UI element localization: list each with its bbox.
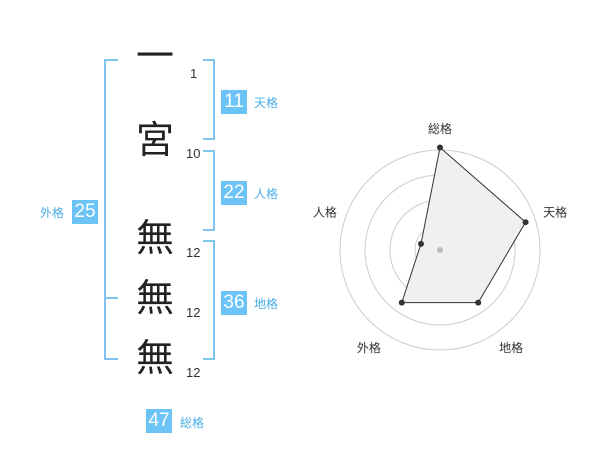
jinkaku-badge: 22 bbox=[221, 181, 247, 205]
name-char-4-strokes: 12 bbox=[186, 305, 201, 320]
chikaku-bracket-top bbox=[203, 240, 215, 242]
radar-center-dot bbox=[437, 247, 443, 253]
name-char-2: 宮 bbox=[136, 118, 175, 162]
gaikaku-bracket-mid bbox=[104, 297, 118, 299]
jinkaku-bracket-vertical bbox=[213, 150, 215, 230]
name-char-4: 無 bbox=[136, 276, 175, 320]
radar-axis-label-1: 総格 bbox=[428, 121, 452, 136]
name-char-1: 一 bbox=[136, 34, 175, 78]
radar-grid-ring-1 bbox=[414, 224, 466, 276]
radar-axis-label-4: 外格 bbox=[357, 340, 381, 355]
name-char-1-strokes: 1 bbox=[190, 66, 198, 81]
radar-axis-label-5: 人格 bbox=[313, 205, 337, 220]
radar-grid-ring-2 bbox=[389, 199, 491, 301]
tenkaku-bracket-top bbox=[203, 59, 215, 61]
name-char-5-strokes: 12 bbox=[186, 365, 201, 380]
gaikaku-bracket-bottom bbox=[104, 358, 118, 360]
name-char-3-strokes: 12 bbox=[186, 245, 201, 260]
gaikaku-label: 外格 bbox=[40, 206, 65, 220]
radar-grid-ring-3 bbox=[364, 174, 516, 326]
chikaku-label: 地格 bbox=[254, 297, 279, 311]
radar-axis-label-3: 地格 bbox=[499, 340, 523, 355]
radar-point-4 bbox=[398, 299, 405, 306]
radar-series-area bbox=[401, 146, 527, 304]
radar-point-2 bbox=[522, 219, 529, 226]
gaikaku-badge: 25 bbox=[72, 200, 98, 224]
chikaku-bracket-bottom bbox=[203, 358, 215, 360]
radar-point-1 bbox=[437, 144, 443, 151]
tenkaku-bracket-bottom bbox=[203, 138, 215, 140]
gaikaku-bracket-vertical bbox=[104, 59, 106, 359]
soukaku-badge: 47 bbox=[146, 409, 172, 433]
name-char-5: 無 bbox=[136, 336, 175, 380]
tenkaku-badge: 11 bbox=[221, 90, 247, 114]
tenkaku-label: 天格 bbox=[254, 96, 279, 110]
tenkaku-bracket-vertical bbox=[213, 59, 215, 139]
gaikaku-bracket-top bbox=[104, 59, 118, 61]
jinkaku-bracket-top bbox=[203, 150, 215, 152]
chikaku-badge: 36 bbox=[221, 291, 247, 315]
name-char-2-strokes: 10 bbox=[186, 146, 201, 161]
jinkaku-bracket-bottom bbox=[203, 229, 215, 231]
chikaku-bracket-vertical bbox=[213, 240, 215, 360]
radar-point-5 bbox=[417, 240, 424, 247]
name-char-3: 無 bbox=[136, 216, 175, 260]
soukaku-label: 総格 bbox=[180, 416, 205, 430]
jinkaku-label: 人格 bbox=[254, 187, 279, 201]
radar-axis-label-2: 天格 bbox=[543, 205, 567, 220]
radar-point-3 bbox=[475, 299, 482, 306]
radar-grid-ring-4 bbox=[339, 149, 541, 351]
